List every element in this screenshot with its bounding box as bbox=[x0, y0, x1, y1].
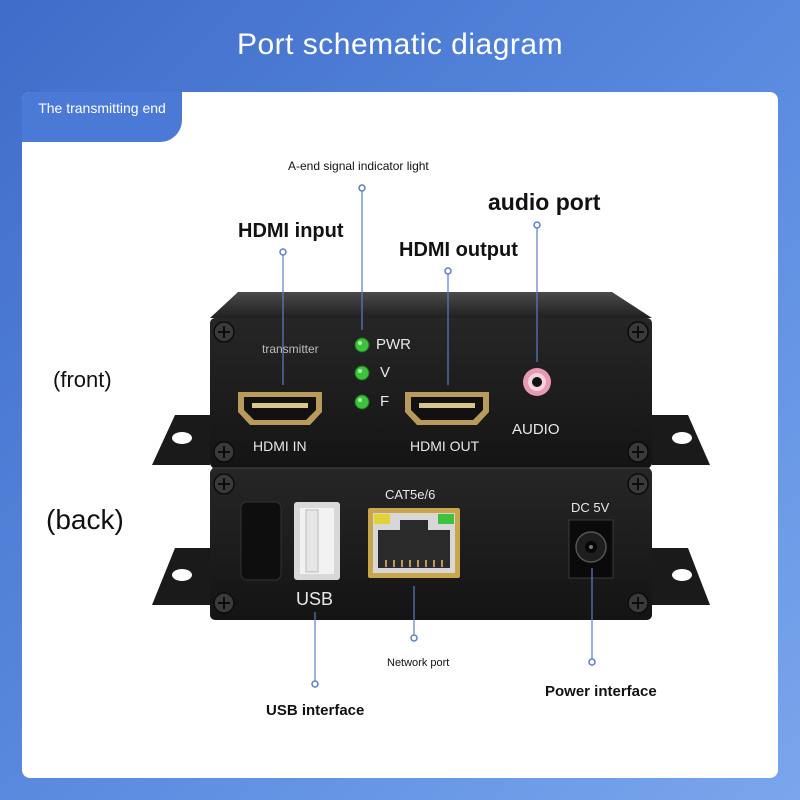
usb-label: USB bbox=[296, 589, 334, 609]
cat-label: CAT5e/6 bbox=[385, 487, 436, 502]
front-top-face bbox=[210, 292, 652, 318]
led-label-v: V bbox=[380, 364, 391, 381]
back-device bbox=[152, 467, 710, 620]
leader-lines bbox=[282, 188, 593, 684]
hdmi-in-label: HDMI IN bbox=[253, 438, 307, 454]
audio-port-callout: audio port bbox=[488, 189, 601, 215]
front-label: (front) bbox=[53, 367, 112, 392]
hdmi-output-callout: HDMI output bbox=[399, 239, 518, 261]
audio-label: AUDIO bbox=[512, 421, 560, 438]
hdmi-out-label: HDMI OUT bbox=[410, 438, 480, 454]
dc-label: DC 5V bbox=[571, 500, 610, 515]
hdmi-input-callout: HDMI input bbox=[238, 220, 344, 242]
page-title: Port schematic diagram bbox=[236, 28, 564, 61]
led-label-pwr: PWR bbox=[376, 336, 411, 353]
transmitter-label: transmitter bbox=[262, 342, 319, 356]
power-interface-callout: Power interface bbox=[545, 683, 657, 700]
front-device bbox=[152, 292, 710, 468]
network-port-callout: Network port bbox=[387, 657, 450, 669]
back-label: (back) bbox=[46, 504, 124, 535]
led-label-f: F bbox=[380, 393, 390, 410]
usb-interface-callout: USB interface bbox=[266, 702, 365, 719]
transmitting-end-tab: The transmitting end bbox=[22, 92, 182, 142]
blank-plate bbox=[240, 501, 282, 581]
leader-dots bbox=[279, 184, 596, 688]
indicator-light-callout: A-end signal indicator light bbox=[288, 159, 429, 173]
led bbox=[354, 337, 370, 410]
